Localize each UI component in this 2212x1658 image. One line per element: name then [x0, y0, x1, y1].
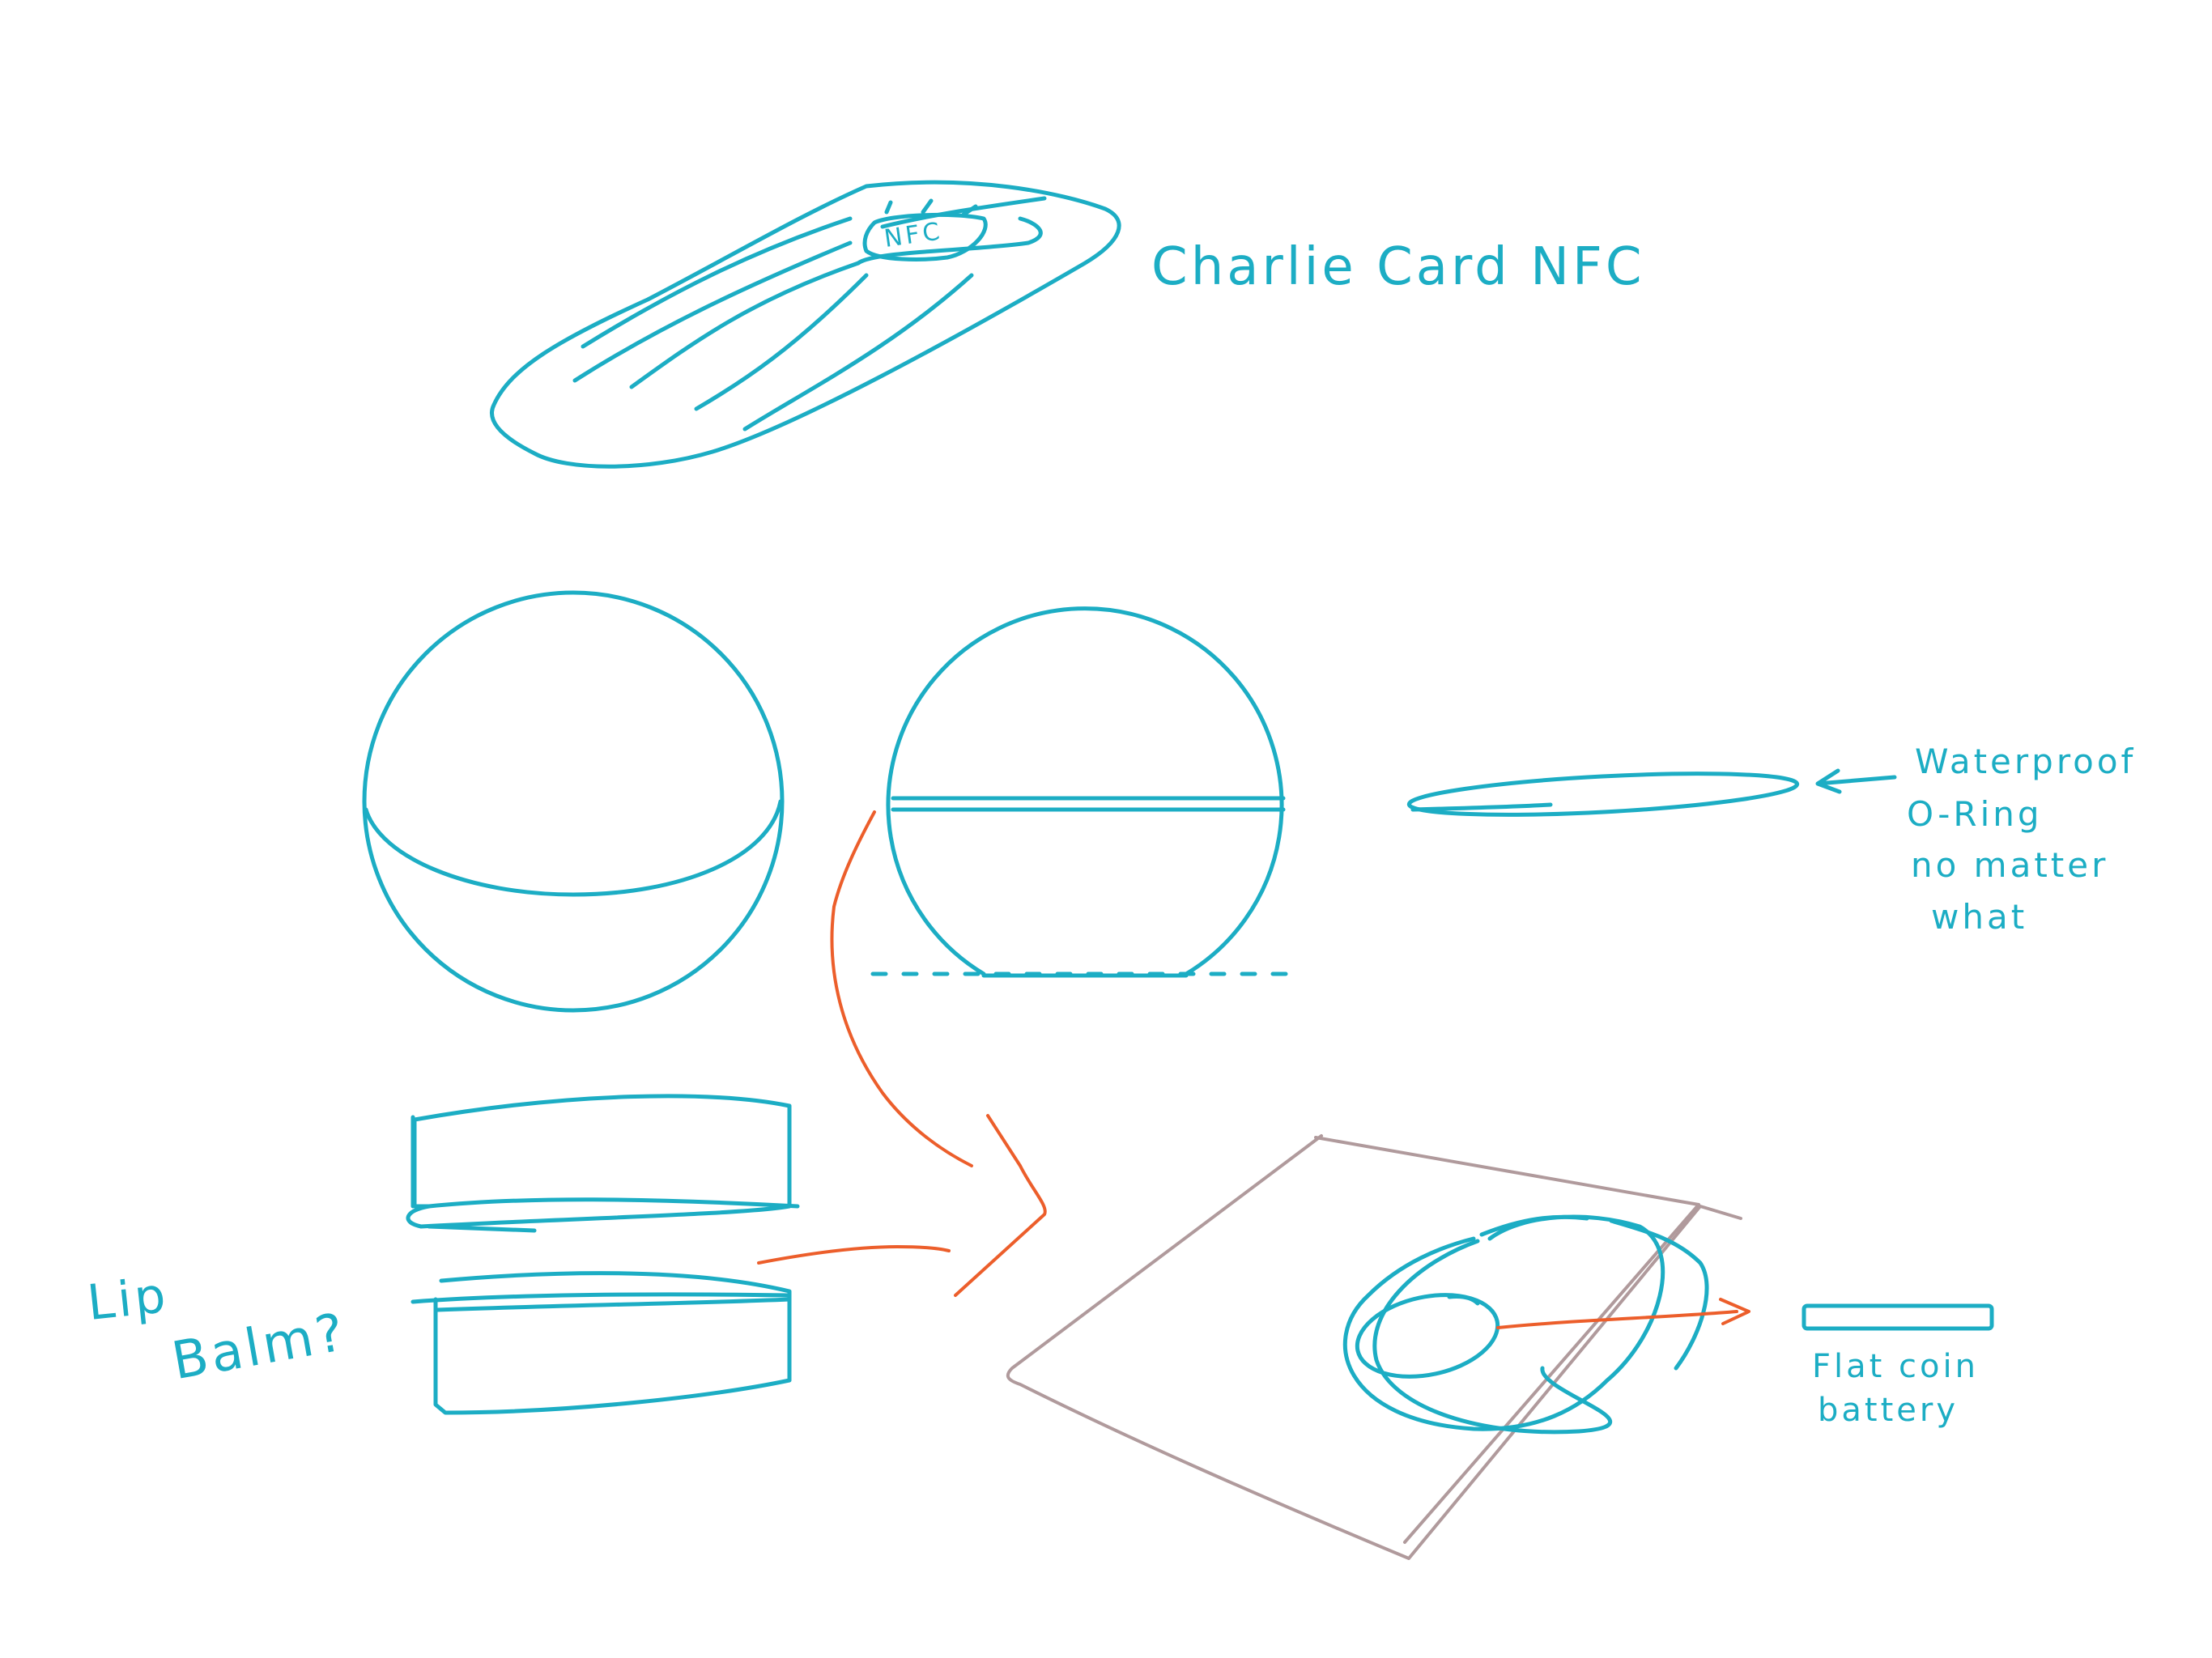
antenna-line	[629, 261, 861, 389]
sphere-sketch	[362, 590, 785, 1013]
inner-coil	[1355, 1293, 1500, 1379]
lip-balm-sketch	[406, 1094, 800, 1415]
base-rim	[435, 1297, 792, 1312]
coin-battery-label-line1: Flat coin	[1812, 1348, 1979, 1385]
pad-outline	[1006, 1134, 1742, 1560]
outer-coil	[1372, 1239, 1612, 1435]
chip-pin	[921, 198, 934, 215]
waterproof-label-line1: Waterproof	[1915, 742, 2137, 781]
coin-battery-label-line2: battery	[1818, 1392, 1959, 1429]
arrow-to-o-ring	[1815, 768, 1897, 794]
charlie-card-sketch	[490, 180, 1121, 469]
lip-balm-label-line1: Lip	[84, 1266, 172, 1333]
split-sphere-sketch	[870, 606, 1306, 978]
charlie-card-label: Charlie Card NFC	[1151, 237, 1645, 297]
pad-front-edge	[1403, 1203, 1700, 1544]
antenna-line	[572, 240, 853, 383]
charging-pad-sketch	[1006, 1134, 1742, 1560]
waterproof-label-line3: no matter	[1911, 845, 2109, 885]
antenna-line	[742, 273, 974, 432]
base-rim	[410, 1292, 792, 1304]
outer-coil-tail	[1609, 1218, 1709, 1371]
chip-pin	[884, 200, 893, 215]
antenna-line	[694, 273, 869, 411]
arrow-coil-to-battery	[1496, 1310, 1738, 1329]
o-ring-sketch	[1406, 768, 1897, 817]
outer-coil-arc	[1342, 1214, 1665, 1431]
sphere-outline	[362, 590, 785, 1013]
chip-pin	[961, 204, 978, 217]
arrow-balm-to-pad	[757, 1245, 951, 1265]
coil-sketch	[1342, 1214, 1994, 1435]
nfc-chip-outline	[862, 212, 988, 261]
lid-rim	[427, 1197, 800, 1209]
inner-coil-tail	[1447, 1295, 1480, 1306]
orange-arrows	[757, 810, 1750, 1329]
waterproof-label-line4: what	[1931, 897, 2028, 937]
coin-battery-shape	[1802, 1303, 1994, 1331]
waterproof-label-line2: O-Ring	[1907, 794, 2043, 834]
antenna-line	[581, 216, 853, 349]
arrow-head	[1719, 1298, 1750, 1325]
sphere-equator	[364, 799, 783, 897]
o-ring-outline	[1406, 772, 1800, 817]
o-ring-inner	[1410, 802, 1553, 812]
lid-rim	[427, 1224, 537, 1233]
outer-coil-tail	[1479, 1214, 1589, 1237]
antenna-line	[880, 196, 1047, 229]
arrow-head	[954, 1114, 1047, 1297]
arrow-sphere-to-pad	[830, 810, 973, 1167]
split-sphere-outline	[886, 606, 1284, 976]
base-outline	[433, 1271, 792, 1415]
lid-outline	[406, 1094, 792, 1229]
card-outline	[490, 180, 1121, 469]
